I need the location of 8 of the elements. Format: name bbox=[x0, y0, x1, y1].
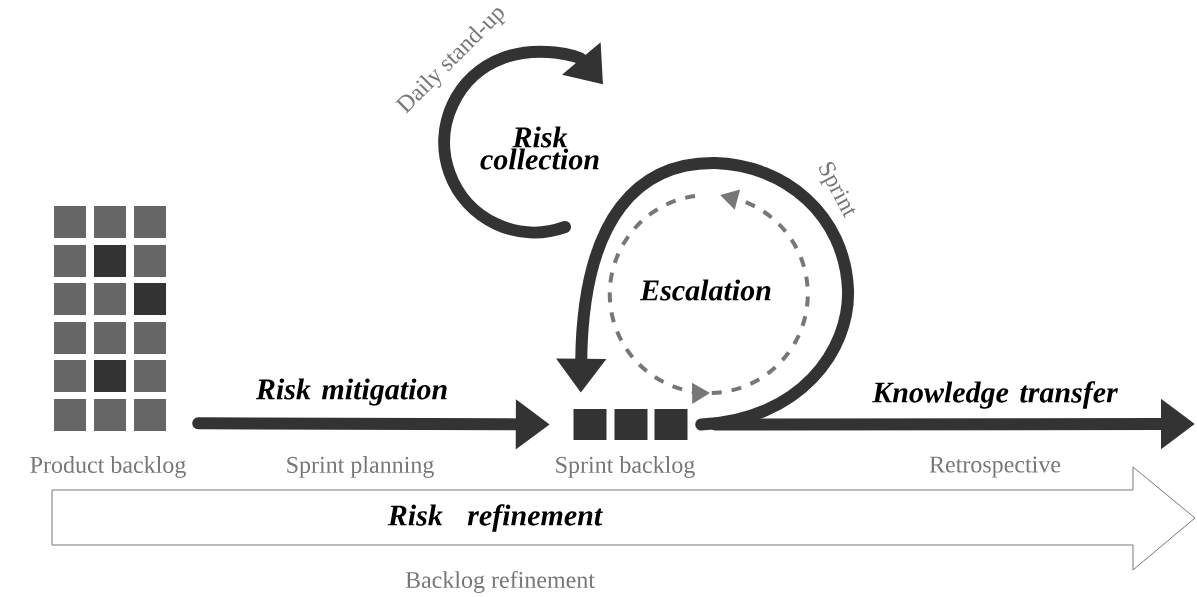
edge-label: Risk mitigation bbox=[255, 378, 447, 406]
edge-label: Sprint bbox=[818, 162, 856, 219]
backlog-squares-drawing bbox=[573, 409, 688, 440]
edge-label: Knowledge transfer bbox=[872, 381, 1118, 409]
step-label: Risk collection bbox=[480, 126, 599, 170]
step-label: Escalation bbox=[639, 279, 771, 301]
arrow bbox=[438, 42, 603, 239]
backlog-squares-drawing bbox=[54, 206, 166, 431]
